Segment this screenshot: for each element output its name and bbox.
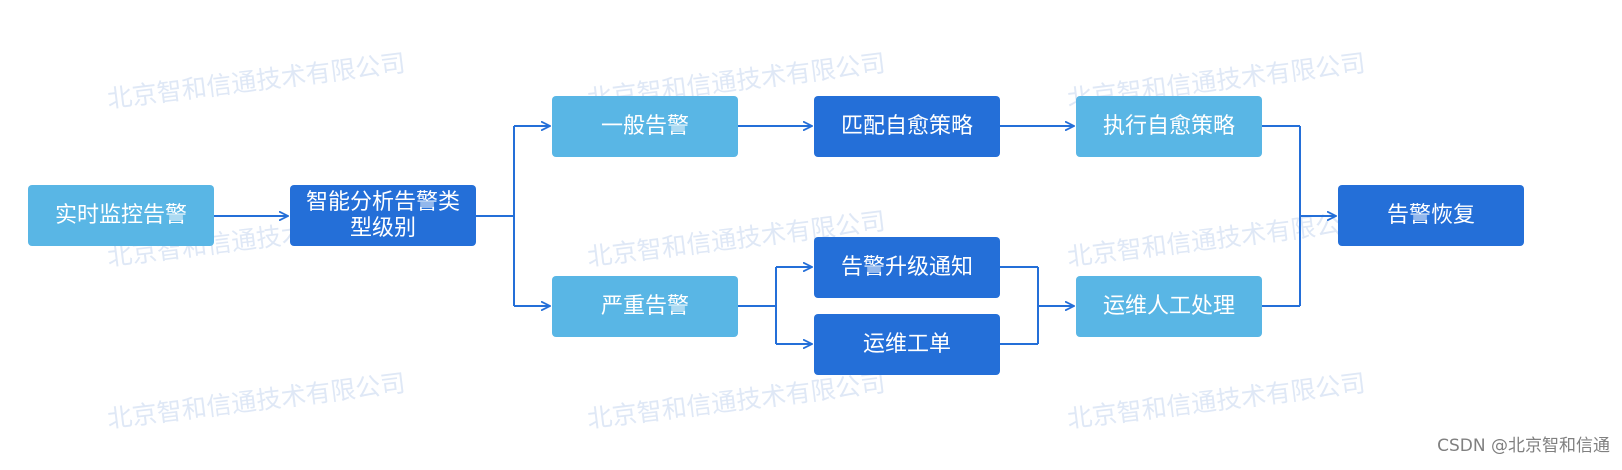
node-label: 告警升级通知 xyxy=(840,254,973,280)
node-realtime-monitor: 实时监控告警 xyxy=(28,185,214,246)
node-label: 严重告警 xyxy=(600,293,689,319)
node-escalation-notice: 告警升级通知 xyxy=(814,237,1000,298)
node-manual-handling: 运维人工处理 xyxy=(1076,276,1262,337)
node-label: 运维人工处理 xyxy=(1102,293,1235,319)
node-ops-ticket: 运维工单 xyxy=(814,314,1000,375)
node-execute-policy: 执行自愈策略 xyxy=(1076,96,1262,157)
node-label: 一般告警 xyxy=(600,113,689,139)
node-label: 告警恢复 xyxy=(1386,202,1475,228)
node-general-alarm: 一般告警 xyxy=(552,96,738,157)
node-label: 实时监控告警 xyxy=(54,202,187,228)
node-alarm-recovery: 告警恢复 xyxy=(1338,185,1524,246)
footer-credit: CSDN @北京智和信通 xyxy=(1437,436,1610,456)
node-match-policy: 匹配自愈策略 xyxy=(814,96,1000,157)
node-smart-analysis: 智能分析告警类型级别 xyxy=(290,185,476,246)
node-label: 运维工单 xyxy=(862,331,951,357)
node-severe-alarm: 严重告警 xyxy=(552,276,738,337)
node-label: 执行自愈策略 xyxy=(1102,113,1235,139)
node-label: 智能分析告警类型级别 xyxy=(305,189,460,241)
node-label: 匹配自愈策略 xyxy=(840,113,973,139)
